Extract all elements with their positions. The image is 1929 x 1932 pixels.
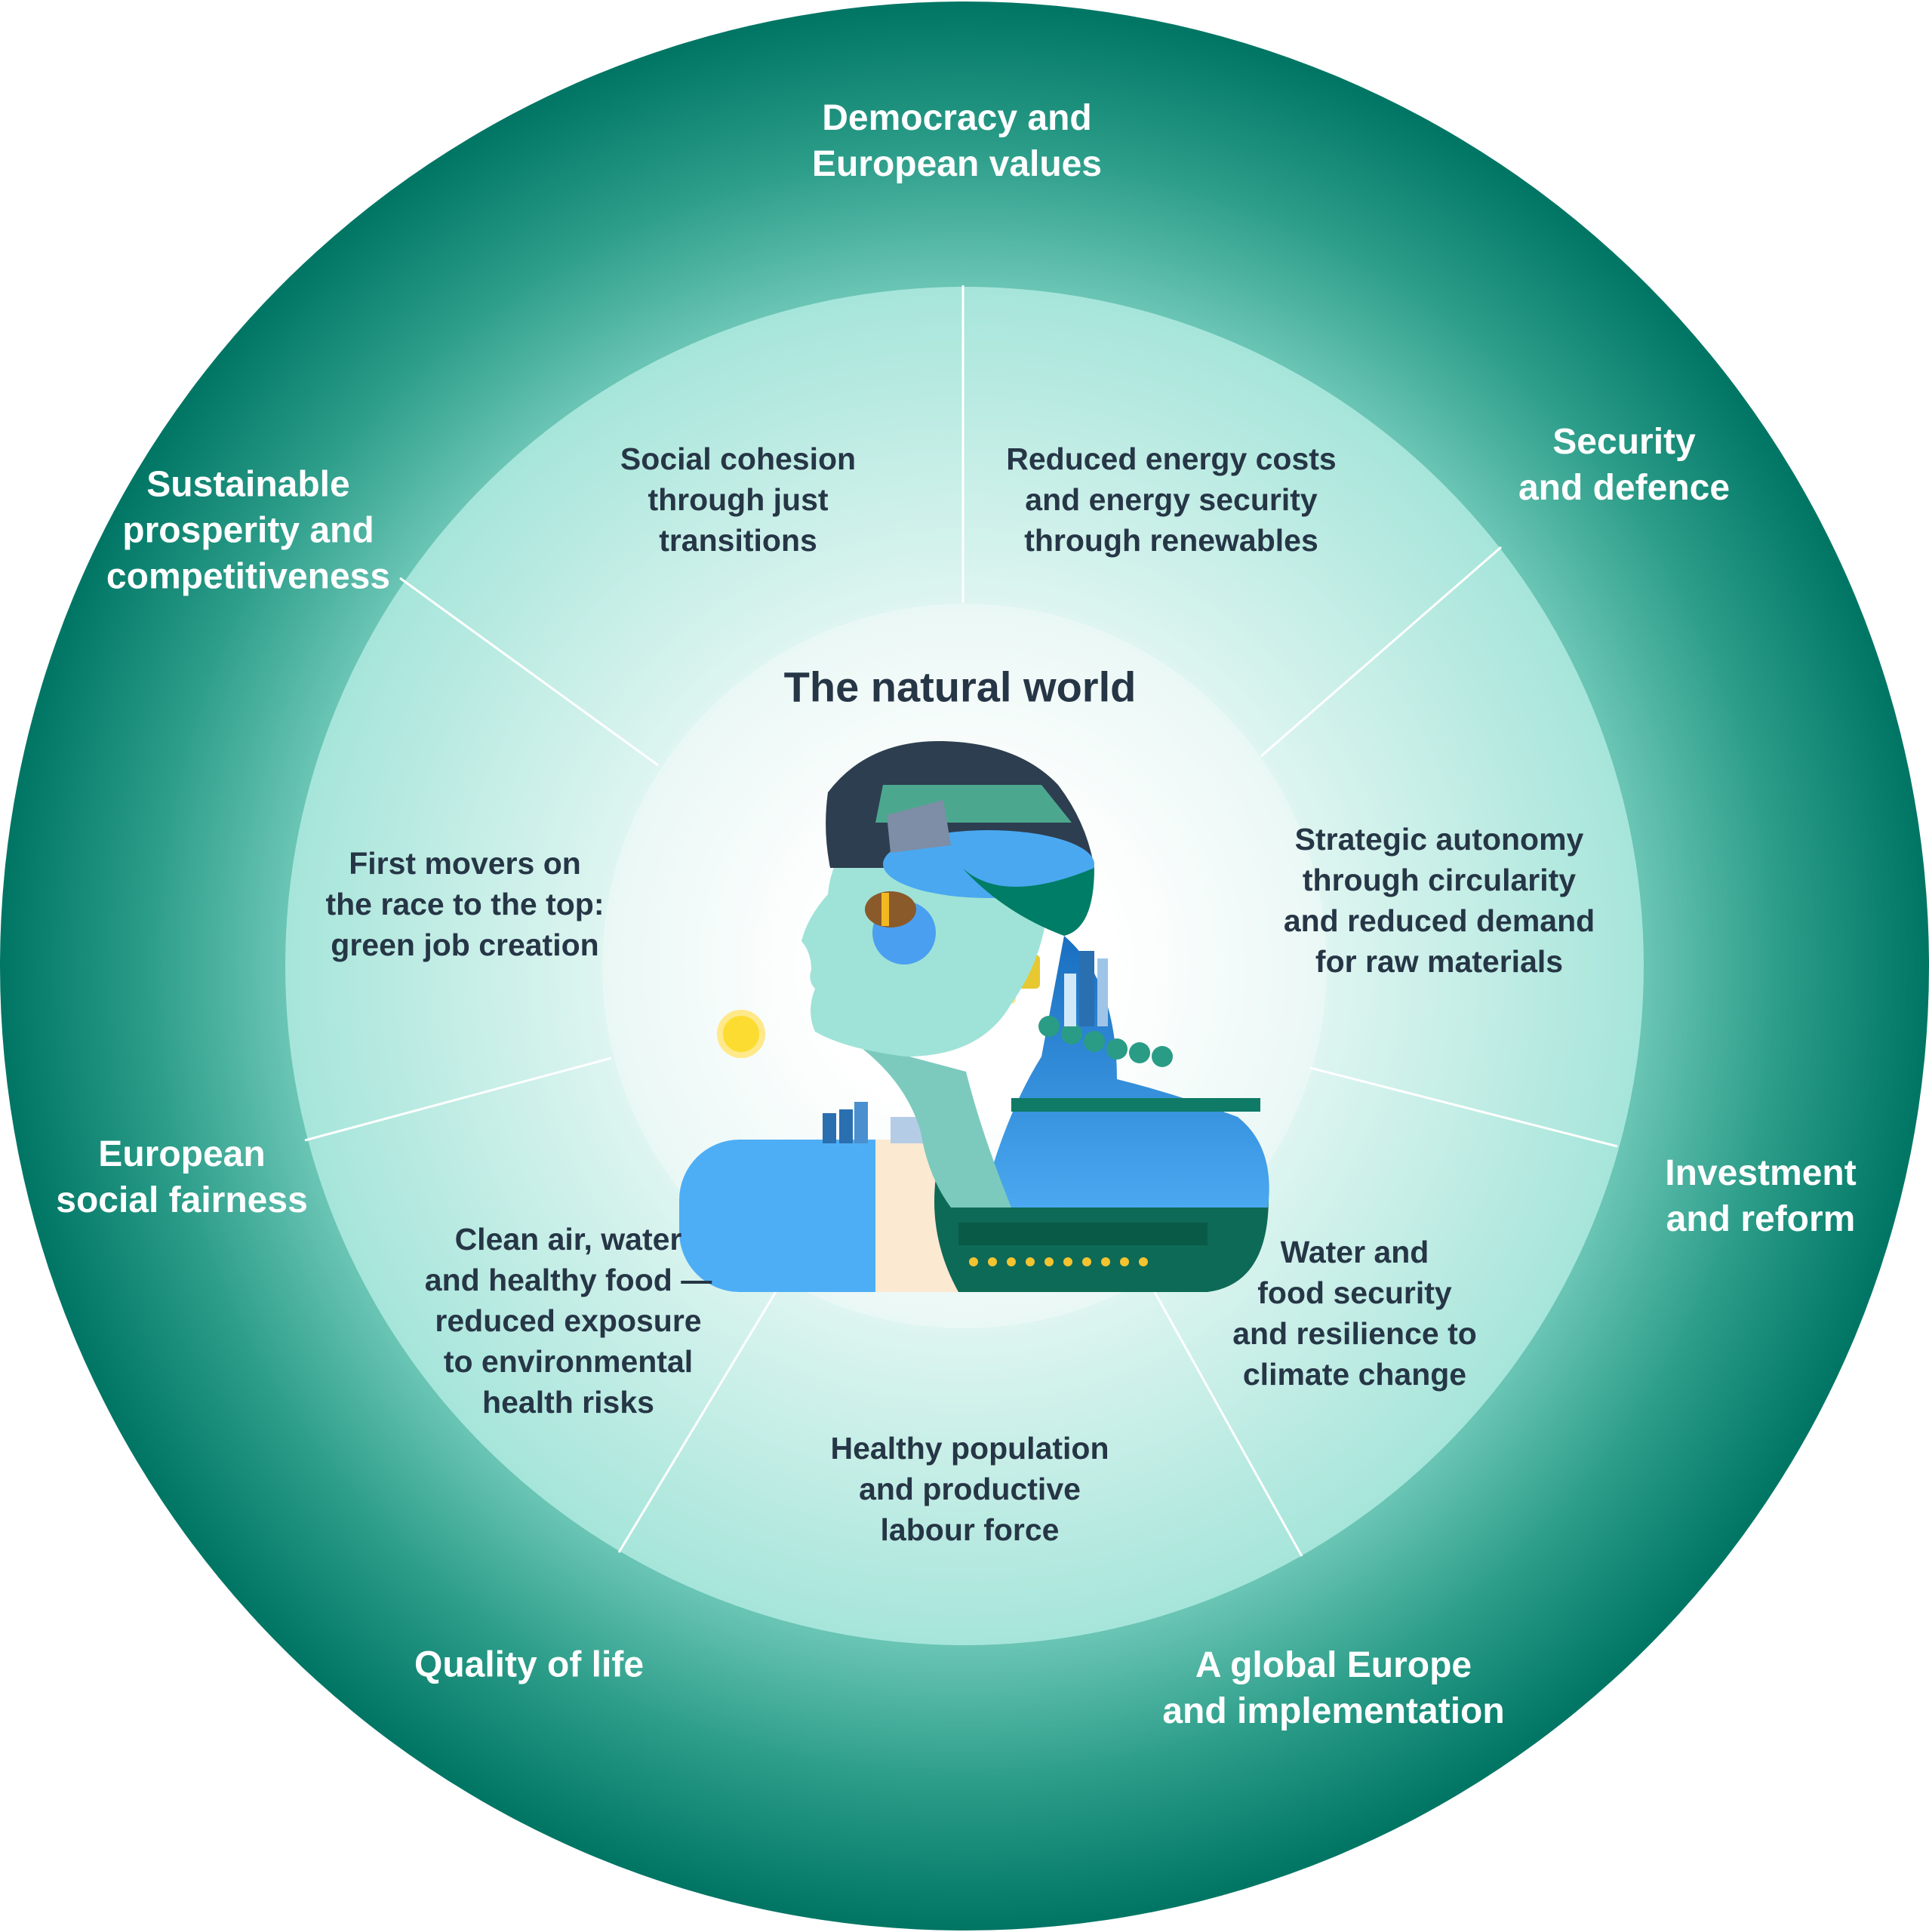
inner-label-water-food: Water and food security and resilience t… bbox=[1232, 1235, 1477, 1392]
divider bbox=[1143, 1272, 1303, 1557]
segment-dividers bbox=[304, 285, 1618, 1557]
back-shape bbox=[981, 936, 1269, 1208]
inner-label-first-movers: First movers on the race to the top: gre… bbox=[325, 846, 605, 962]
inner-label-energy: Reduced energy costs and energy security… bbox=[1006, 441, 1337, 558]
bee-icon bbox=[865, 891, 916, 928]
outer-label-democracy: Democracy and European values bbox=[811, 98, 1103, 184]
inner-label-healthy-population: Healthy population and productive labour… bbox=[830, 1431, 1109, 1547]
outer-label-investment: Investment and reform bbox=[1665, 1153, 1857, 1239]
outer-label-prosperity: Sustainable prosperity and competitivene… bbox=[106, 464, 391, 597]
inner-label-clean-air: Clean air, water and healthy food — redu… bbox=[424, 1222, 712, 1420]
inner-label-strategic-autonomy: Strategic autonomy through circularity a… bbox=[1283, 822, 1595, 979]
divider bbox=[617, 1278, 785, 1553]
outer-label-quality-of-life: Quality of life bbox=[414, 1644, 645, 1685]
head-illustration bbox=[679, 740, 1269, 1292]
outer-label-security: Security and defence bbox=[1518, 422, 1731, 508]
outer-label-global-europe: A global Europe and implementation bbox=[1162, 1645, 1505, 1731]
inner-label-social-cohesion: Social cohesion through just transitions bbox=[620, 441, 857, 558]
neck bbox=[853, 1041, 1011, 1208]
sun-icon bbox=[717, 1010, 765, 1058]
divider bbox=[399, 577, 659, 767]
divider bbox=[304, 1057, 612, 1142]
divider bbox=[1260, 546, 1502, 758]
divider bbox=[1309, 1066, 1618, 1148]
outer-label-social-fairness: European social fairness bbox=[56, 1134, 308, 1220]
center-title: The natural world bbox=[783, 663, 1137, 711]
